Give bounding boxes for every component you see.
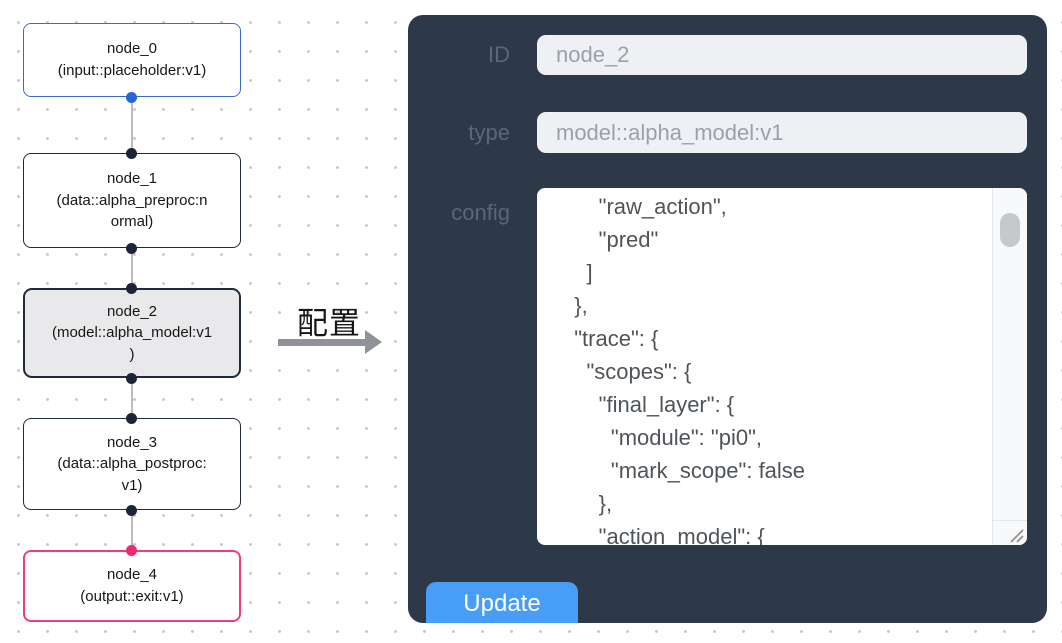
configure-annotation: 配置 bbox=[297, 306, 361, 341]
node-1[interactable]: node_1 (data::alpha_preproc:n ormal) bbox=[23, 153, 241, 248]
node-1-output-handle[interactable] bbox=[126, 242, 137, 254]
node-1-title: node_1 bbox=[106, 170, 158, 188]
right-arrow-head-icon bbox=[365, 330, 382, 354]
node-4-input-handle[interactable] bbox=[126, 544, 137, 556]
node-3-title: node_3 bbox=[106, 433, 158, 451]
config-field-label: config bbox=[451, 200, 510, 225]
node-4-title: node_4 bbox=[106, 566, 158, 584]
update-button[interactable]: Update bbox=[426, 582, 578, 623]
node-4-type: (output::exit:v1) bbox=[80, 588, 184, 605]
node-3-type: (data::alpha_postproc: v1) bbox=[57, 455, 207, 494]
node-0-title: node_0 bbox=[106, 40, 158, 58]
node-1-input-handle[interactable] bbox=[126, 147, 137, 159]
node-2-type: (model::alpha_model:v1 ) bbox=[51, 324, 213, 363]
type-field-label: type bbox=[468, 119, 510, 145]
id-field-label: ID bbox=[488, 42, 510, 67]
edge-node-3-node-4 bbox=[131, 510, 133, 550]
config-scrollbar-thumb[interactable] bbox=[1000, 213, 1020, 247]
node-3-input-handle[interactable] bbox=[126, 412, 137, 424]
node-2-input-handle[interactable] bbox=[126, 282, 137, 294]
node-0[interactable]: node_0 (input::placeholder:v1) bbox=[23, 23, 241, 97]
type-input[interactable] bbox=[537, 112, 1027, 153]
right-arrow-icon bbox=[278, 339, 367, 346]
node-2-title: node_2 bbox=[106, 302, 158, 320]
edge-node-2-node-3 bbox=[131, 378, 133, 418]
node-3[interactable]: node_3 (data::alpha_postproc: v1) bbox=[23, 418, 241, 510]
node-4[interactable]: node_4 (output::exit:v1) bbox=[23, 550, 241, 622]
config-scrollbar-track[interactable] bbox=[992, 188, 1027, 545]
node-1-type: (data::alpha_preproc:n ormal) bbox=[56, 191, 208, 231]
config-json-text[interactable]: "raw_action", "pred" ] }, "trace": { "sc… bbox=[574, 194, 806, 545]
resize-grip-icon[interactable] bbox=[1007, 527, 1025, 543]
node-config-panel: ID type config "raw_action", "pred" ] },… bbox=[408, 15, 1047, 623]
edge-node-0-node-1 bbox=[131, 97, 133, 153]
config-textarea[interactable]: "raw_action", "pred" ] }, "trace": { "sc… bbox=[537, 188, 1027, 545]
node-2-selected[interactable]: node_2 (model::alpha_model:v1 ) bbox=[23, 288, 241, 378]
node-0-output-handle[interactable] bbox=[126, 91, 137, 103]
node-3-output-handle[interactable] bbox=[126, 504, 137, 516]
id-input[interactable] bbox=[537, 35, 1027, 75]
node-0-type: (input::placeholder:v1) bbox=[57, 62, 207, 79]
edge-node-1-node-2 bbox=[131, 248, 133, 288]
node-2-output-handle[interactable] bbox=[126, 372, 137, 384]
